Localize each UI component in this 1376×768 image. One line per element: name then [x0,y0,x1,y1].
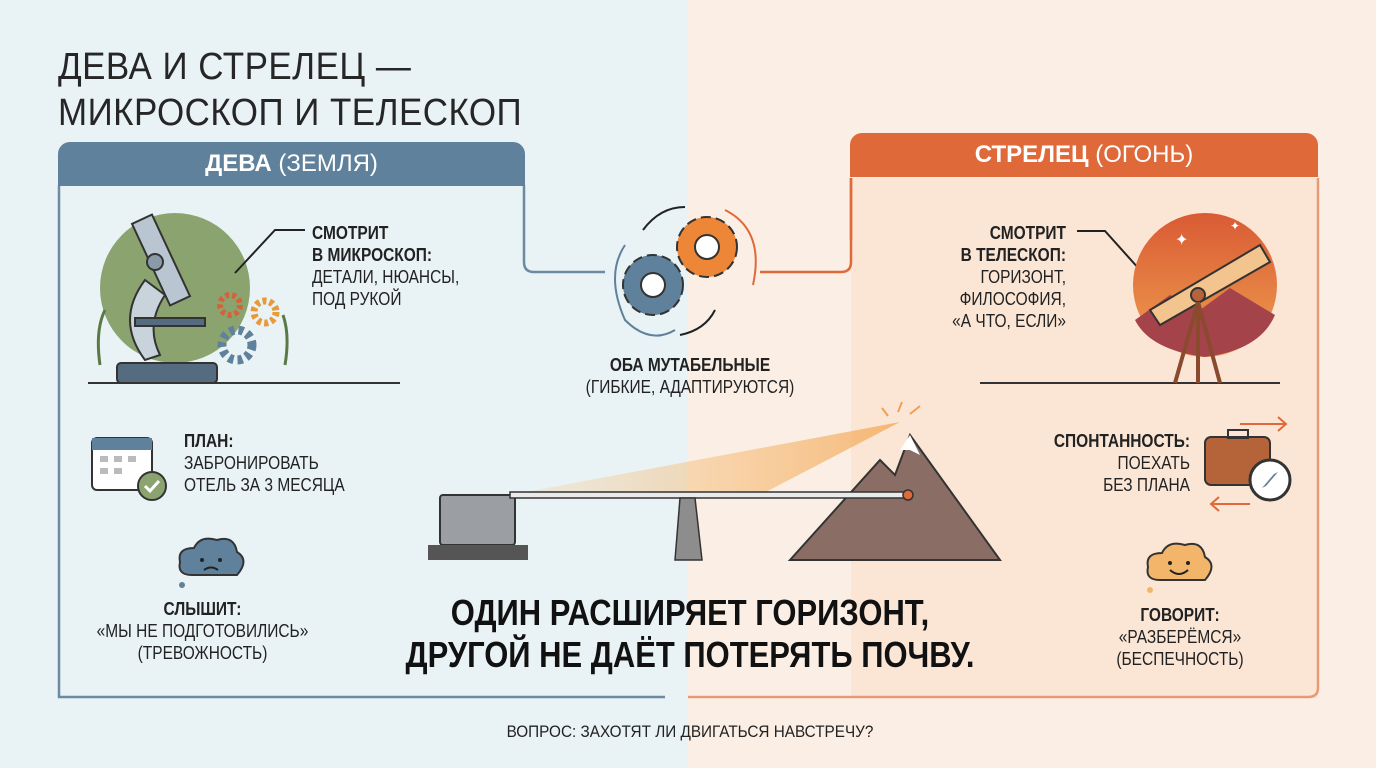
sag-says-text: ГОВОРИТ: «РАЗБЕРЁМСЯ» (БЕСПЕЧНОСТЬ) [1077,604,1283,670]
virgo-plan-title: ПЛАН: [184,431,234,451]
bridge-mountain-illustration [428,401,1002,561]
mutable-subtitle: (ГИБКИЕ, АДАПТИРУЮТСЯ) [585,377,795,397]
calendar-check-icon [91,437,167,501]
microscope-icon [96,213,289,384]
virgo-element: (ЗЕМЛЯ) [278,150,378,177]
mutable-title: ОБА МУТАБЕЛЬНЫЕ [609,355,771,375]
virgo-plan-line-2: ОТЕЛЬ ЗА 3 МЕСЯЦА [184,475,345,495]
sag-looks-line-1: ГОРИЗОНТ, [980,267,1066,287]
virgo-hears-title: СЛЫШИТ: [163,599,242,619]
sag-header: СТРЕЛЕЦ (ОГОНЬ) [850,133,1318,177]
sag-looks-line-3: «А ЧТО, ЕСЛИ» [952,311,1066,331]
main-statement-line-1: ОДИН РАСШИРЯЕТ ГОРИЗОНТ, [450,592,930,633]
sag-callout-line [1077,230,1141,271]
virgo-looks-line-2: ПОД РУКОЙ [312,289,402,309]
virgo-plan-line-1: ЗАБРОНИРОВАТЬ [184,453,319,473]
gears-icon [614,206,757,337]
sag-looks-title-2: В ТЕЛЕСКОП: [960,245,1066,265]
virgo-looks-line-1: ДЕТАЛИ, НЮАНСЫ, [312,267,460,287]
title-line-2: МИКРОСКОП И ТЕЛЕСКОП [58,92,523,134]
virgo-hears-line-1: «МЫ НЕ ПОДГОТОВИЛИСЬ» [96,621,309,641]
sag-connector [760,178,853,274]
sag-looks-text: СМОТРИТ В ТЕЛЕСКОП: ГОРИЗОНТ, ФИЛОСОФИЯ,… [863,222,1066,332]
title-line-1: ДЕВА И СТРЕЛЕЦ — [58,46,412,88]
svg-text:✦: ✦ [1230,219,1240,233]
mutable-text: ОБА МУТАБЕЛЬНЫЕ (ГИБКИЕ, АДАПТИРУЮТСЯ) [544,354,836,398]
virgo-connector [522,185,605,274]
sag-name: СТРЕЛЕЦ [974,141,1089,168]
sag-looks-title-1: СМОТРИТ [989,223,1066,243]
page-title: ДЕВА И СТРЕЛЕЦ — МИКРОСКОП И ТЕЛЕСКОП [58,44,522,136]
sag-says-line-1: «РАЗБЕРЁМСЯ» [1118,627,1242,647]
sag-spont-text: СПОНТАННОСТЬ: ПОЕХАТЬ БЕЗ ПЛАНА [992,430,1190,496]
virgo-hears-text: СЛЫШИТ: «МЫ НЕ ПОДГОТОВИЛИСЬ» (ТРЕВОЖНОС… [80,598,325,664]
main-statement-line-2: ДРУГОЙ НЕ ДАЁТ ПОТЕРЯТЬ ПОЧВУ. [405,634,975,675]
worried-cloud-icon [178,537,245,588]
svg-text:✦: ✦ [1175,232,1188,249]
virgo-looks-title-1: СМОТРИТ [312,223,389,243]
main-statement: ОДИН РАСШИРЯЕТ ГОРИЗОНТ, ДРУГОЙ НЕ ДАЁТ … [380,592,999,676]
virgo-panel-border [57,185,665,699]
happy-cloud-icon [1146,542,1213,593]
virgo-hears-line-2: (ТРЕВОЖНОСТЬ) [137,643,268,663]
sag-panel-border [688,178,1320,699]
sag-says-line-2: (БЕСПЕЧНОСТЬ) [1116,649,1244,669]
virgo-name: ДЕВА [205,150,272,177]
sag-spont-title: СПОНТАННОСТЬ: [1053,431,1190,451]
virgo-looks-title-2: В МИКРОСКОП: [312,245,433,265]
virgo-header: ДЕВА (ЗЕМЛЯ) [58,142,525,186]
bottom-question: ВОПРОС: ЗАХОТЯТ ЛИ ДВИГАТЬСЯ НАВСТРЕЧУ? [506,722,874,741]
virgo-looks-text: СМОТРИТ В МИКРОСКОП: ДЕТАЛИ, НЮАНСЫ, ПОД… [312,222,459,310]
sag-spont-line-1: ПОЕХАТЬ [1117,453,1190,473]
suitcase-compass-icon [1204,416,1292,512]
sag-looks-line-2: ФИЛОСОФИЯ, [959,289,1066,309]
sag-element: (ОГОНЬ) [1095,141,1194,168]
telescope-icon: ✦✦ [1133,213,1277,384]
virgo-plan-text: ПЛАН: ЗАБРОНИРОВАТЬ ОТЕЛЬ ЗА 3 МЕСЯЦА [184,430,345,496]
sag-says-title: ГОВОРИТ: [1140,605,1220,625]
sag-spont-line-2: БЕЗ ПЛАНА [1103,475,1190,495]
virgo-callout-line [234,229,305,274]
